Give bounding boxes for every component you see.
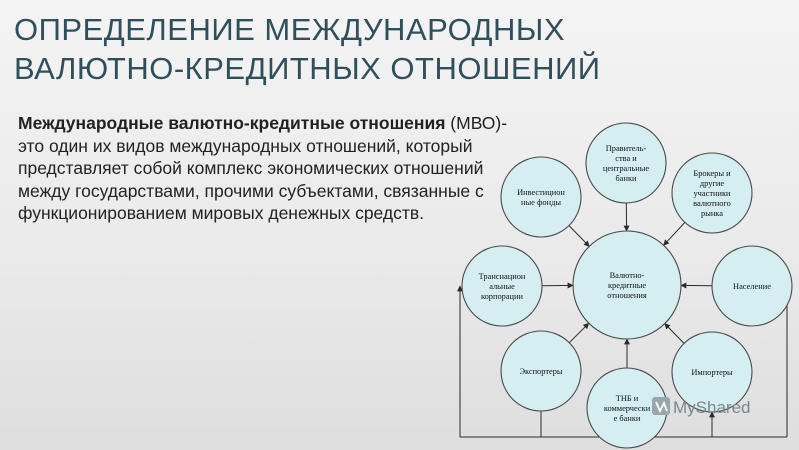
- node-gov-banks-circle: [585, 122, 667, 204]
- definition-term: Международные валютно-кредитные отношени…: [18, 113, 446, 133]
- node-tnb-label: коммерчески: [604, 404, 651, 413]
- page-title: ОПРЕДЕЛЕНИЕ МЕЖДУНАРОДНЫХ ВАЛЮТНО-КРЕДИТ…: [14, 10, 784, 88]
- node-brokers-label: другие: [700, 179, 724, 188]
- node-brokers-label: рынка: [701, 209, 723, 218]
- center-node-label: Валютно-: [610, 271, 645, 280]
- node-population-circle: [711, 245, 793, 327]
- title-line-1: ОПРЕДЕЛЕНИЕ МЕЖДУНАРОДНЫХ: [14, 12, 566, 47]
- arrow-importers: [664, 323, 685, 344]
- center-node-circle: [572, 230, 682, 340]
- node-exporters-label: Экспортеры: [519, 367, 562, 376]
- node-investment-funds-label: Инвестицион: [517, 188, 565, 197]
- node-tnc-label: Транснацион: [479, 272, 526, 281]
- node-exporters-circle: [500, 330, 582, 412]
- node-investment-funds-label: ные фонды: [521, 198, 561, 207]
- node-tnb-label: е банки: [614, 414, 641, 423]
- node-population-label: Население: [733, 282, 771, 291]
- node-investment-funds-circle: [500, 156, 582, 238]
- watermark-text: MyShared: [673, 398, 750, 417]
- node-population: Население: [711, 245, 793, 327]
- arrow-brokers: [663, 222, 686, 246]
- arrow-exporters: [568, 322, 590, 344]
- definition-text: (МВО)- это один их видов международных о…: [18, 113, 508, 223]
- node-tnb-label: ТНБ и: [616, 394, 639, 403]
- title-line-2: ВАЛЮТНО-КРЕДИТНЫХ ОТНОШЕНИЙ: [14, 51, 601, 86]
- watermark-logo-icon: [652, 397, 670, 415]
- node-brokers-label: участники: [693, 189, 731, 198]
- center-node-label: кредитные: [608, 281, 646, 290]
- node-gov-banks-label: банки: [615, 174, 637, 183]
- node-brokers-label: Брокеры и: [693, 169, 731, 178]
- node-brokers-label: валютного: [693, 199, 731, 208]
- definition-paragraph: Международные валютно-кредитные отношени…: [18, 112, 508, 225]
- node-exporters: Экспортеры: [500, 330, 582, 412]
- center-node-label: отношения: [607, 291, 647, 300]
- node-brokers-circle: [671, 152, 753, 234]
- node-importers: Импортеры: [671, 331, 753, 413]
- node-gov-banks-label: Правитель-: [606, 144, 647, 153]
- arrow-investment-funds: [568, 225, 590, 247]
- node-gov-banks-label: центральные: [603, 164, 650, 173]
- node-tnc-label: альные: [489, 282, 515, 291]
- node-tnc-label: корпорации: [481, 292, 524, 301]
- watermark: MyShared: [652, 397, 750, 417]
- node-importers-label: Импортеры: [691, 368, 733, 377]
- node-tnc-circle: [461, 245, 543, 327]
- node-gov-banks-label: ства и: [615, 154, 637, 163]
- node-importers-circle: [671, 331, 753, 413]
